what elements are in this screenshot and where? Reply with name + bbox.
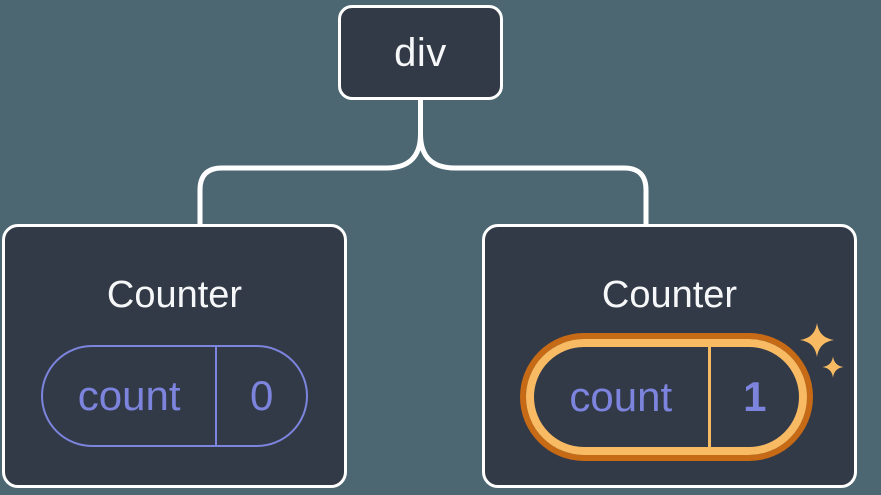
root-node-div: div <box>338 5 503 100</box>
state-key-label: count <box>77 372 181 419</box>
counter-card-right: Counter count 1 <box>482 224 857 488</box>
component-title: Counter <box>601 274 738 316</box>
state-value-segment: 1 <box>711 347 799 447</box>
state-key-segment: count <box>43 347 218 445</box>
state-pill-highlighted: count 1 <box>526 339 807 455</box>
state-key-label: count <box>569 373 673 420</box>
state-value-segment: 0 <box>217 347 306 445</box>
state-key-segment: count <box>534 347 711 447</box>
state-pill: count 0 <box>41 345 308 447</box>
state-value: 1 <box>743 373 767 420</box>
component-title: Counter <box>106 274 243 316</box>
sparkle-icon <box>800 323 844 378</box>
state-value: 0 <box>249 372 274 419</box>
root-node-label: div <box>394 30 447 75</box>
counter-card-left: Counter count 0 <box>2 224 347 488</box>
